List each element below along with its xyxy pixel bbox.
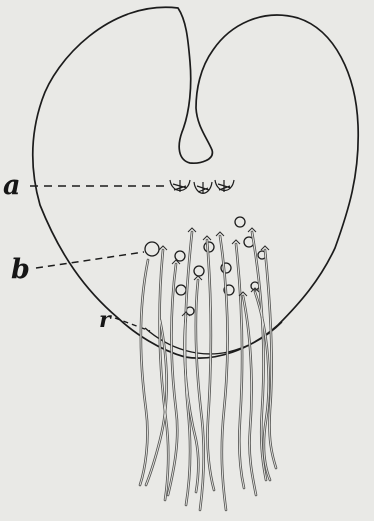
label-b: b bbox=[11, 256, 30, 283]
label-r: r bbox=[99, 309, 111, 331]
label-a: a bbox=[3, 172, 21, 199]
